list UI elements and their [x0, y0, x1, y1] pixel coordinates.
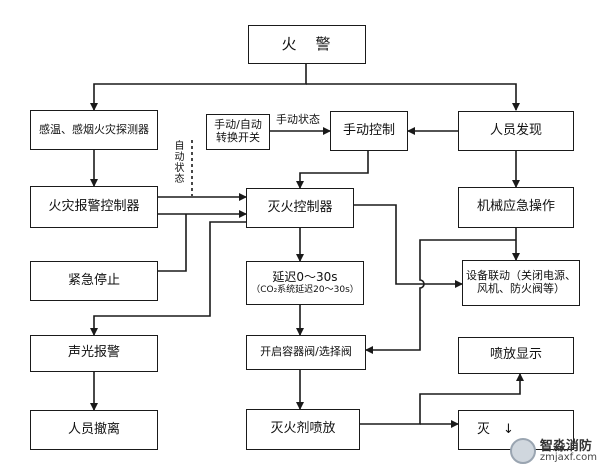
edge-label-auto-state: 自动状态	[172, 140, 183, 184]
edge-mechanical-to-valve	[365, 239, 516, 354]
node-agent-spray: 灭火剂喷放	[246, 409, 360, 450]
edge-fire-to-detector	[90, 64, 307, 111]
node-evacuate: 人员撤离	[30, 410, 158, 450]
node-person-found: 人员发现	[458, 111, 574, 151]
node-manual-control: 手动控制	[330, 111, 408, 151]
node-detector: 感温、感烟火灾探测器	[30, 110, 158, 150]
node-emergency-stop: 紧急停止	[30, 261, 158, 301]
edge-fire-to-person	[306, 83, 520, 111]
node-alarm-controller: 火灾报警控制器	[30, 186, 158, 228]
node-spray-display: 喷放显示	[458, 337, 574, 374]
watermark-url: zmjaxf.com	[539, 451, 597, 463]
delay-note: （CO₂系统延迟20～30s）	[251, 284, 359, 295]
node-manual-auto-switch: 手动/自动 转换开关	[206, 114, 270, 150]
node-mechanical-operation: 机械应急操作	[458, 187, 574, 228]
node-delay: 延迟0～30s （CO₂系统延迟20～30s）	[246, 261, 364, 305]
node-equipment-linkage: 设备联动（关闭电源、 风机、防火阀等）	[462, 260, 580, 306]
watermark-logo-icon	[509, 438, 536, 464]
watermark: 智淼消防 zmjaxf.com	[509, 438, 597, 464]
node-fire-alarm: 火 警	[248, 25, 366, 64]
edge-manual-to-extctl	[296, 151, 369, 189]
edge-stop-to-extctl	[158, 214, 187, 272]
edge-extctl-to-linkage	[354, 204, 463, 288]
node-open-valve: 开启容器阀/选择阀	[246, 335, 366, 370]
edge-spray-to-display	[360, 373, 524, 425]
node-extinguish-controller: 灭火控制器	[246, 188, 354, 228]
watermark-name: 智淼消防	[539, 438, 592, 454]
node-sound-light-alarm: 声光报警	[30, 335, 158, 372]
edge-label-manual-state: 手动状态	[276, 113, 320, 127]
delay-label: 延迟0～30s	[272, 269, 338, 284]
edge-extctl-to-soundlight	[90, 221, 246, 336]
